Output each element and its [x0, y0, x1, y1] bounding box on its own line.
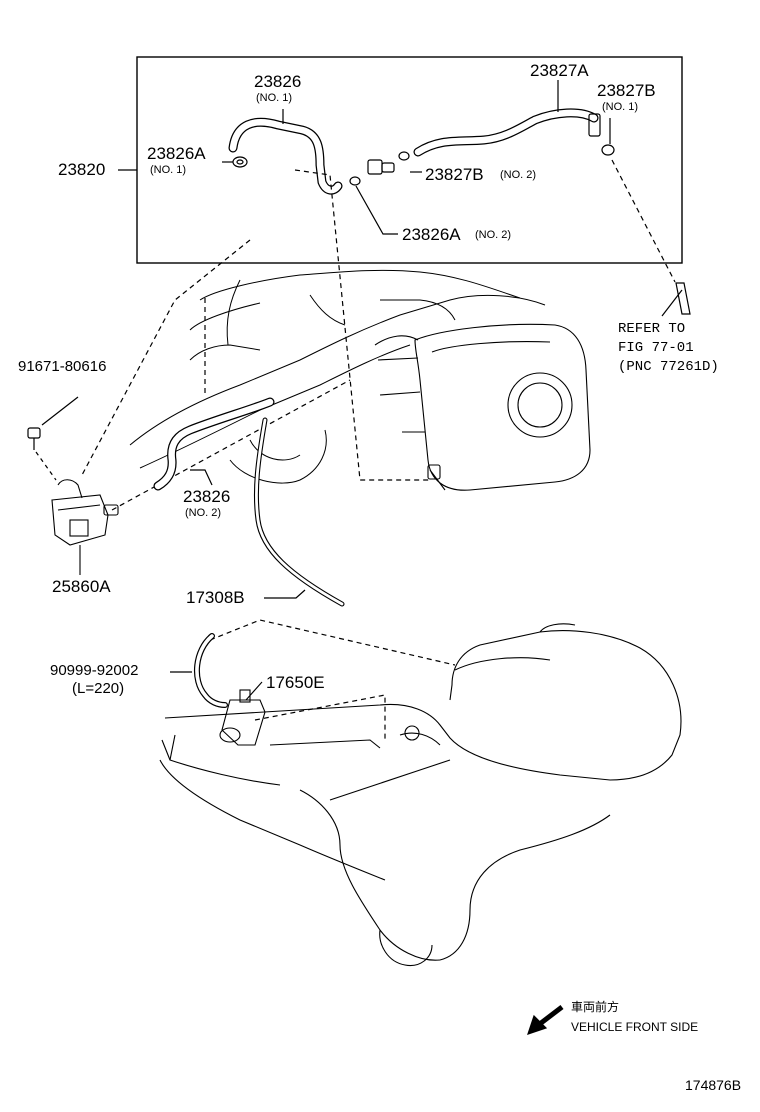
label-23820: 23820: [58, 160, 106, 179]
label-23826a-no1: 23826A: [147, 144, 206, 163]
label-23826-no2: 23826: [183, 487, 231, 506]
label-23827a: 23827A: [530, 61, 589, 80]
refer-line-1: REFER TO: [618, 321, 686, 337]
hose-23826-no2: [153, 397, 275, 491]
label-25860a: 25860A: [52, 577, 111, 596]
connector-23827a-end: [588, 113, 601, 137]
label-23826-no1: 23826: [254, 72, 302, 91]
label-23826-no1-sub: (NO. 1): [256, 92, 293, 104]
intake-manifold: [159, 623, 682, 967]
refer-line-3: (PNC 77261D): [618, 359, 719, 375]
vsv-17650e: [219, 681, 266, 746]
label-23827b-no2-sub: (NO. 2): [500, 169, 537, 181]
hose-23827a: [413, 108, 599, 157]
label-17308b: 17308B: [186, 588, 245, 607]
label-23826-no2-sub: (NO. 2): [185, 507, 222, 519]
union-fitting: [349, 151, 410, 186]
label-23826a-no2: 23826A: [402, 225, 461, 244]
label-23827b-no1: 23827B: [597, 81, 656, 100]
throttle-body: [374, 323, 591, 491]
engine-upper: [129, 269, 546, 484]
label-23826a-no1-sub: (NO. 1): [150, 164, 187, 176]
label-90999-92002: 90999-92002: [50, 662, 139, 679]
label-90999-sub: (L=220): [72, 680, 125, 697]
hose-17308b: [253, 417, 345, 607]
bolt-91671: [27, 427, 41, 450]
inset-box: [136, 56, 683, 264]
label-23827b-no1-sub: (NO. 1): [602, 101, 639, 113]
front-side-jp: 車両前方: [571, 1000, 620, 1014]
hose-23826-no1: [228, 117, 343, 195]
clip-23827b-no1: [601, 144, 615, 156]
clip-23826a-no1: [232, 156, 248, 168]
refer-line-2: FIG 77-01: [618, 340, 694, 356]
label-17650e: 17650E: [266, 673, 325, 692]
arrow-down-left-icon: [527, 1005, 564, 1035]
label-23827b-no2: 23827B: [425, 165, 484, 184]
figure-id: 174876B: [685, 1077, 742, 1093]
vsv-25860a: [51, 479, 119, 575]
dashed-leaders: [81, 159, 676, 740]
front-side-en: VEHICLE FRONT SIDE: [571, 1020, 699, 1034]
hose-90999: [193, 633, 228, 708]
label-91671-80616: 91671-80616: [18, 358, 107, 375]
label-23826a-no2-sub: (NO. 2): [475, 229, 512, 241]
refer-pipe: [661, 282, 691, 317]
